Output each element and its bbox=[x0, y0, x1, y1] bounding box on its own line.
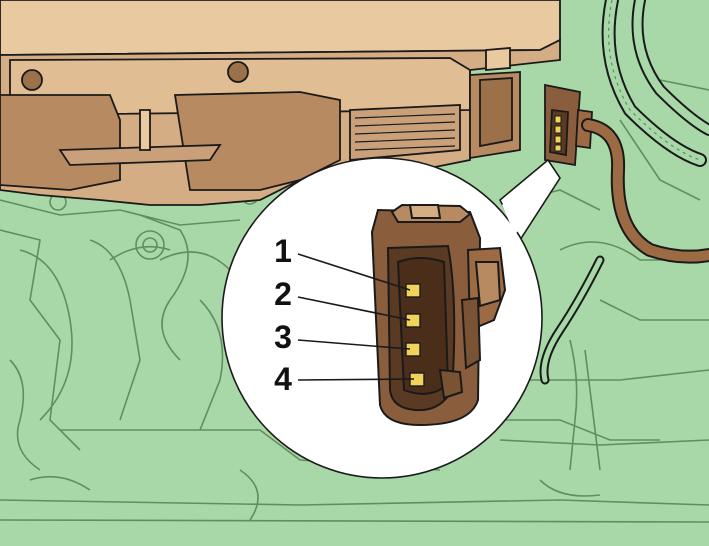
leader-line-1 bbox=[297, 253, 411, 291]
connector-enlarged bbox=[370, 203, 507, 427]
leader-line-4 bbox=[297, 378, 415, 381]
terminal-1 bbox=[405, 283, 421, 298]
terminal-3 bbox=[405, 342, 421, 357]
pin-label-4: 4 bbox=[274, 361, 292, 397]
leader-line-3 bbox=[297, 339, 411, 350]
wiring-harness bbox=[539, 0, 709, 385]
connector-cable bbox=[581, 118, 709, 264]
pin-label-2: 2 bbox=[274, 276, 292, 312]
pin-labels: 1 2 3 4 bbox=[274, 233, 292, 397]
engine-bay-linework bbox=[0, 79, 709, 523]
pin-label-1: 1 bbox=[274, 233, 292, 269]
pin-label-3: 3 bbox=[274, 319, 292, 355]
terminals bbox=[405, 283, 425, 387]
terminal-2 bbox=[405, 313, 421, 328]
leader-line-2 bbox=[297, 296, 411, 321]
leader-lines bbox=[297, 253, 415, 381]
